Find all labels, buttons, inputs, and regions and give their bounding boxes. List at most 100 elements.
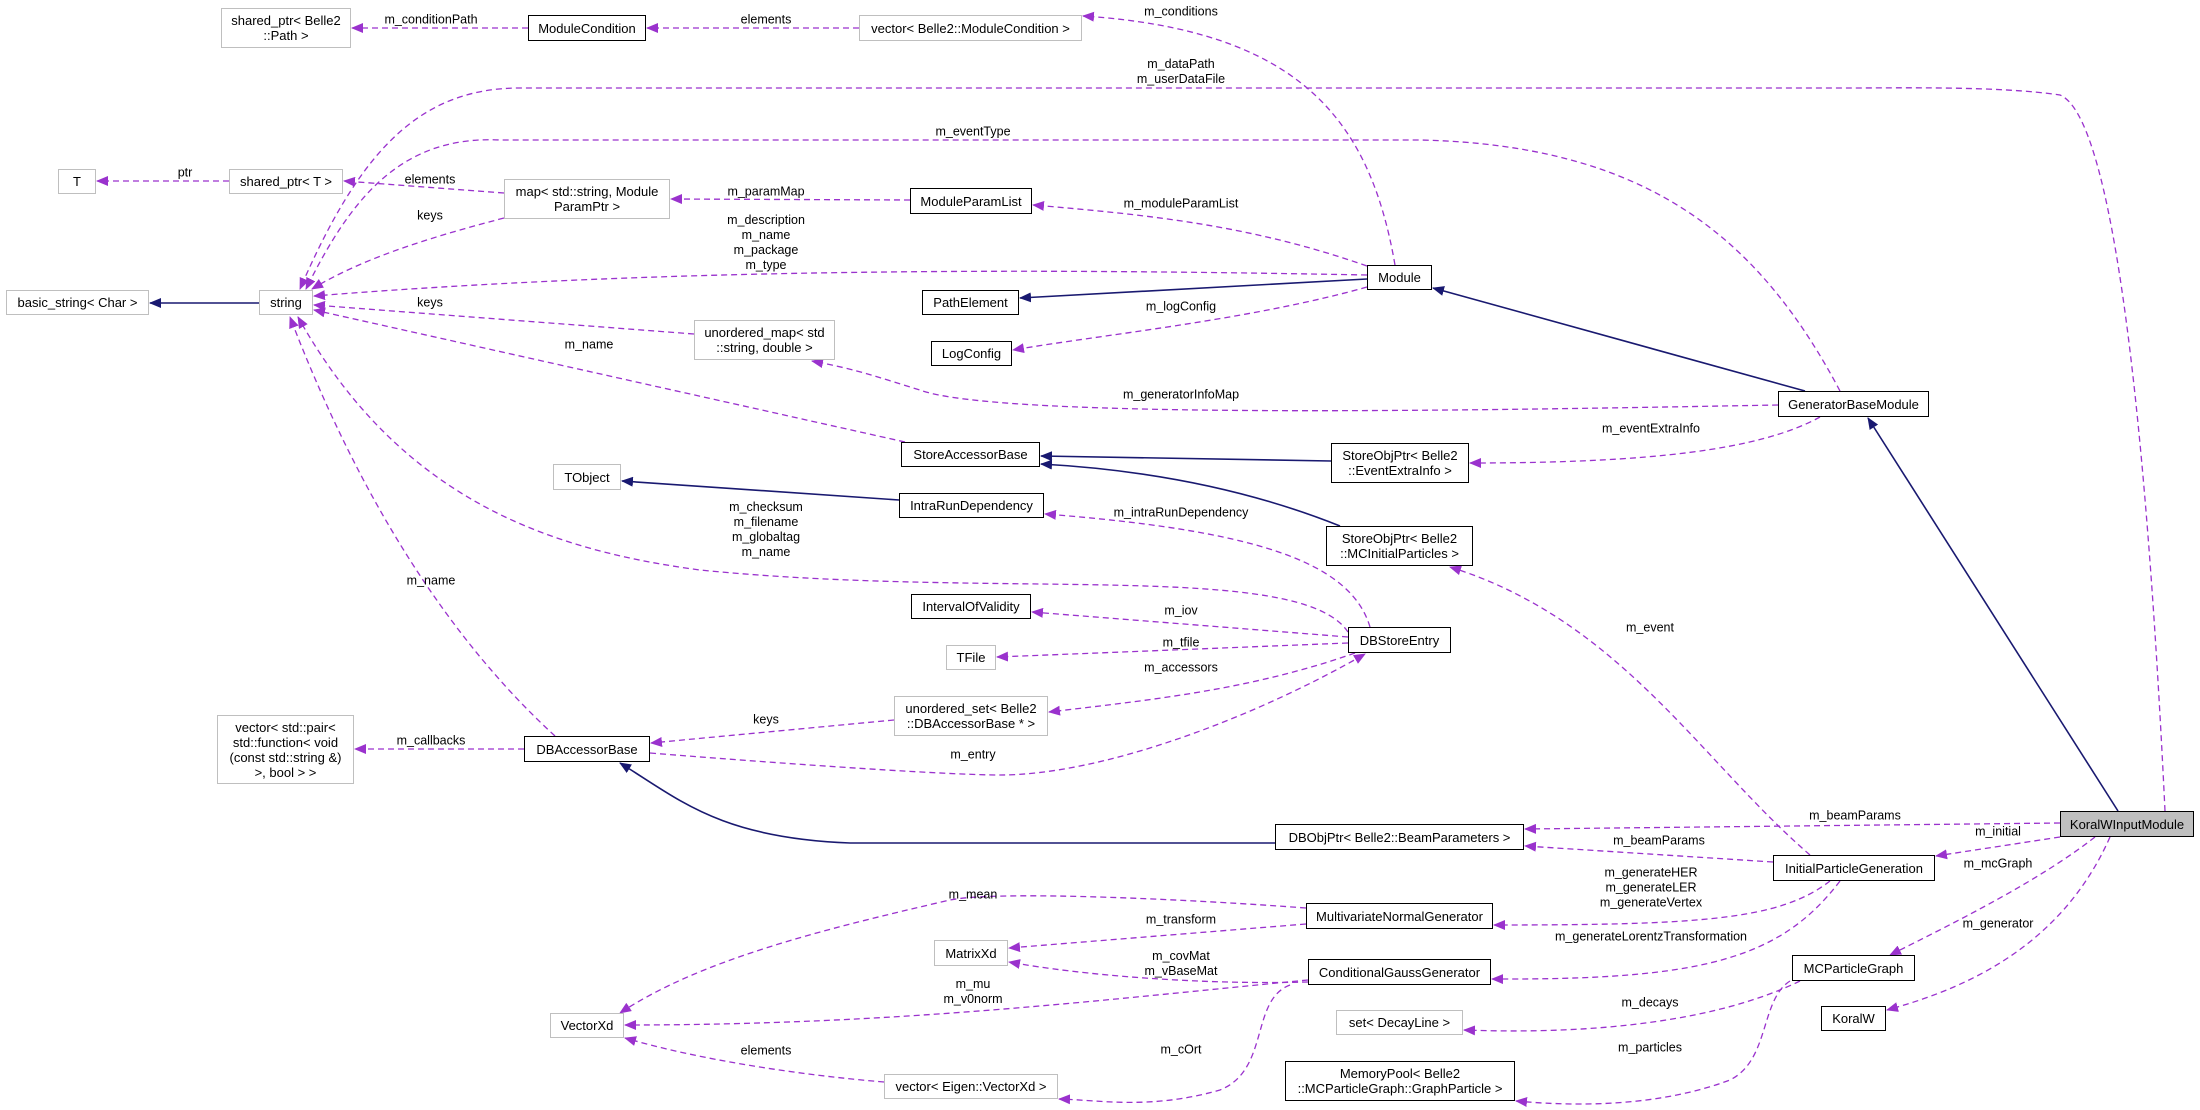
node-set-decayline[interactable]: set< DecayLine >: [1336, 1010, 1463, 1035]
usage-edge: [311, 217, 505, 290]
node-vectorxd[interactable]: VectorXd: [550, 1013, 624, 1038]
edge-label: m_generateLorentzTransformation: [1555, 929, 1747, 944]
node-db-store-entry[interactable]: DBStoreEntry: [1348, 627, 1451, 653]
inheritance-edge: [619, 762, 1275, 844]
usage-edge: [1031, 607, 1349, 638]
node-interval-of-validity[interactable]: IntervalOfValidity: [911, 594, 1031, 619]
node-vector-module-condition[interactable]: vector< Belle2::ModuleCondition >: [859, 15, 1082, 41]
node-conditional-gauss-generator[interactable]: ConditionalGaussGenerator: [1308, 959, 1491, 985]
inheritance-edge: [1867, 417, 2119, 812]
node-log-config[interactable]: LogConfig: [931, 341, 1012, 366]
usage-edge: [313, 270, 1368, 301]
edge-label: m_name: [564, 337, 614, 352]
edge-label: m_transform: [1145, 912, 1217, 927]
node-module-param-list[interactable]: ModuleParamList: [910, 188, 1032, 214]
edge-label: keys: [417, 208, 443, 223]
node-store-accessor-base[interactable]: StoreAccessorBase: [901, 442, 1040, 467]
usage-edge: [624, 1036, 885, 1083]
edge-label: m_generator: [1962, 916, 2034, 931]
node-intra-run-dependency[interactable]: IntraRunDependency: [899, 493, 1044, 518]
node-multivariate-normal-generator[interactable]: MultivariateNormalGenerator: [1306, 903, 1493, 929]
edge-label: m_initial: [1975, 824, 2021, 839]
node-string[interactable]: string: [259, 290, 313, 315]
usage-edge: [313, 300, 695, 335]
edge-label: ptr: [177, 165, 193, 180]
node-koralw-input-module[interactable]: KoralWInputModule: [2060, 811, 2194, 837]
usage-edge: [1449, 565, 1811, 856]
edge-label: m_conditions: [1144, 4, 1218, 19]
edge-label: elements: [404, 172, 456, 187]
edge-label: m_logConfig: [1145, 299, 1217, 314]
node-shared-ptr-t[interactable]: shared_ptr< T >: [229, 169, 343, 194]
usage-edge: [1008, 923, 1307, 953]
edge-label: m_cOrt: [1160, 1042, 1202, 1057]
inheritance-edge: [1432, 286, 1806, 392]
usage-edge: [305, 139, 1841, 392]
edge-label: elements: [740, 1043, 792, 1058]
edge-label: elements: [740, 12, 792, 27]
usage-edge: [1463, 980, 1801, 1036]
edge-label: m_generatorInfoMap: [1122, 387, 1240, 402]
edge-label: m_callbacks: [396, 733, 466, 748]
inheritance-edge: [1019, 278, 1368, 303]
edge-label: m_mean: [948, 887, 998, 902]
node-memory-pool[interactable]: MemoryPool< Belle2 ::MCParticleGraph::Gr…: [1285, 1061, 1515, 1101]
node-basic-string[interactable]: basic_string< Char >: [6, 290, 149, 315]
usage-edge: [1044, 509, 1371, 628]
node-tfile[interactable]: TFile: [946, 645, 996, 670]
node-storeobjptr-eventextrainfo[interactable]: StoreObjPtr< Belle2 ::EventExtraInfo >: [1331, 443, 1469, 483]
usage-edge: [996, 642, 1349, 662]
usage-edge: [313, 307, 906, 443]
node-initial-particle-generation[interactable]: InitialParticleGeneration: [1773, 855, 1935, 881]
node-vector-pair-callbacks[interactable]: vector< std::pair< std::function< void (…: [217, 715, 354, 784]
usage-edge: [1491, 880, 1841, 985]
node-unordered-set[interactable]: unordered_set< Belle2 ::DBAccessorBase *…: [894, 696, 1048, 736]
node-db-accessor-base[interactable]: DBAccessorBase: [524, 736, 650, 762]
usage-edge: [649, 653, 1366, 776]
edge-label: m_paramMap: [727, 184, 805, 199]
inheritance-edge: [621, 476, 900, 501]
usage-edge: [1469, 416, 1821, 468]
edge-label: m_eventExtraInfo: [1602, 421, 1700, 436]
edge-label: m_intraRunDependency: [1113, 505, 1249, 520]
edge-label: m_entry: [950, 747, 996, 762]
edge-label: keys: [753, 712, 779, 727]
usage-edge: [1008, 959, 1309, 984]
edge-label: m_tfile: [1162, 635, 1200, 650]
edge-label: m_beamParams: [1613, 833, 1705, 848]
usage-edge: [1493, 880, 1831, 930]
usage-edge: [650, 719, 895, 747]
node-matrixxd[interactable]: MatrixXd: [934, 940, 1008, 966]
node-t[interactable]: T: [58, 169, 96, 194]
usage-edge: [1032, 200, 1368, 267]
node-module-condition[interactable]: ModuleCondition: [528, 15, 646, 41]
edge-label: m_checksum m_filename m_globaltag m_name: [729, 500, 803, 559]
edge-label: m_moduleParamList: [1123, 196, 1239, 211]
node-shared-ptr-path[interactable]: shared_ptr< Belle2 ::Path >: [221, 8, 351, 48]
edge-label: m_covMat m_vBaseMat: [1144, 949, 1218, 978]
edge-label: m_accessors: [1144, 660, 1218, 675]
edge-label: m_conditionPath: [384, 12, 478, 27]
edge-label: m_name: [406, 573, 456, 588]
usage-edge: [1524, 822, 2061, 834]
usage-edge: [624, 979, 1309, 1030]
node-generator-base-module[interactable]: GeneratorBaseModule: [1778, 391, 1929, 417]
edge-label: m_generateHER m_generateLER m_generateVe…: [1599, 865, 1703, 910]
node-tobject[interactable]: TObject: [553, 464, 621, 490]
usage-edge: [289, 316, 556, 737]
node-module[interactable]: Module: [1367, 265, 1432, 290]
node-unordered-map[interactable]: unordered_map< std ::string, double >: [694, 320, 835, 360]
node-koralw[interactable]: KoralW: [1821, 1006, 1886, 1031]
usage-edge: [1935, 836, 2061, 860]
edge-label: m_description m_name m_package m_type: [727, 213, 805, 272]
node-vector-eigen-vectorxd[interactable]: vector< Eigen::VectorXd >: [884, 1074, 1058, 1099]
node-storeobjptr-mcinitialparticles[interactable]: StoreObjPtr< Belle2 ::MCInitialParticles…: [1326, 526, 1473, 566]
node-map-param[interactable]: map< std::string, Module ParamPtr >: [504, 179, 670, 219]
edge-label: keys: [417, 295, 443, 310]
node-mc-particle-graph[interactable]: MCParticleGraph: [1792, 955, 1915, 981]
inheritance-edge: [1040, 459, 1341, 527]
node-dbobjptr-beamparameters[interactable]: DBObjPtr< Belle2::BeamParameters >: [1275, 824, 1524, 850]
edge-label: m_eventType: [935, 124, 1011, 139]
node-path-element[interactable]: PathElement: [922, 290, 1019, 315]
